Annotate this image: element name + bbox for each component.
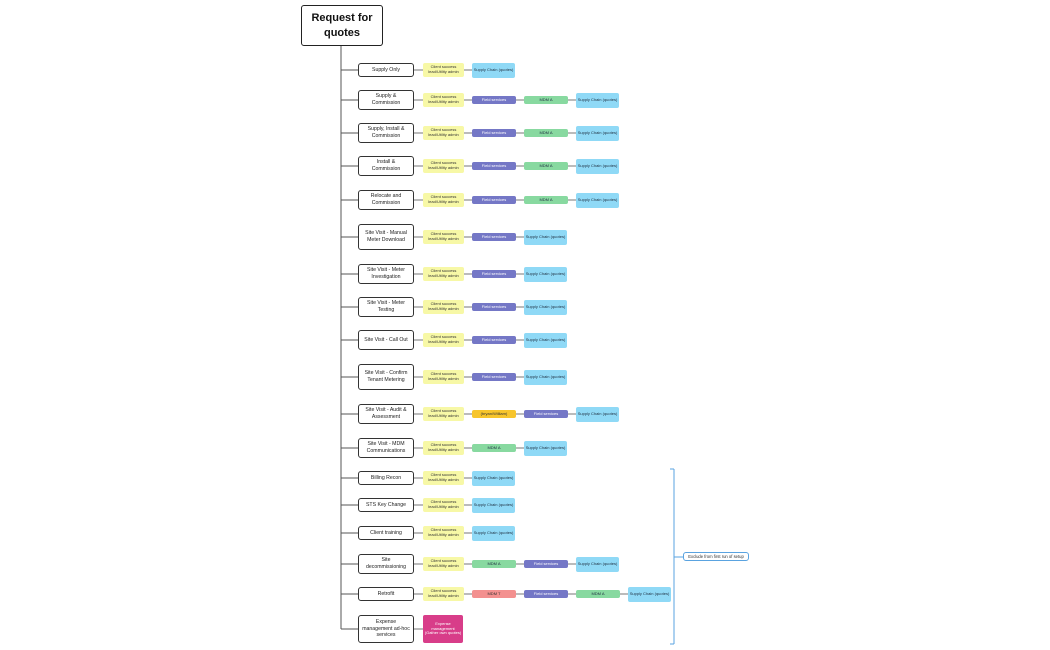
chip-supply[interactable]: Supply Chain (quotes) <box>576 406 619 422</box>
chip-field[interactable]: Field services <box>472 196 516 204</box>
category-node[interactable]: Retrofit <box>358 587 414 601</box>
chip-client[interactable]: Client success lead/Utility admin <box>423 441 464 455</box>
chip-supply[interactable]: Supply Chain (quotes) <box>576 92 619 108</box>
chip-field[interactable]: Field services <box>524 590 568 598</box>
chip-mdma[interactable]: MDM A <box>524 96 568 104</box>
chip-field[interactable]: Field services <box>472 233 516 241</box>
category-node[interactable]: STS Key Change <box>358 498 414 512</box>
category-node[interactable]: Install & Commission <box>358 156 414 176</box>
chip-client[interactable]: Client success lead/Utility admin <box>423 333 464 347</box>
chip-client[interactable]: Client success lead/Utility admin <box>423 407 464 421</box>
chip-supply[interactable]: Supply Chain (quotes) <box>472 525 515 541</box>
chip-mdma[interactable]: MDM A <box>524 196 568 204</box>
chip-supply[interactable]: Supply Chain (quotes) <box>472 497 515 513</box>
category-node[interactable]: Supply Only <box>358 63 414 77</box>
category-node[interactable]: Billing Recon <box>358 471 414 485</box>
chip-supply[interactable]: Supply Chain (quotes) <box>524 369 567 385</box>
exclude-note[interactable]: Exclude from first run of setup <box>683 552 749 561</box>
chip-supply[interactable]: Supply Chain (quotes) <box>524 266 567 282</box>
category-node[interactable]: Site Visit - Call Out <box>358 330 414 350</box>
chip-mdma[interactable]: MDM A <box>524 129 568 137</box>
chip-client[interactable]: Client success lead/Utility admin <box>423 300 464 314</box>
chip-supply[interactable]: Supply Chain (quotes) <box>524 332 567 348</box>
chip-mdma[interactable]: MDM A <box>472 444 516 452</box>
chip-supply[interactable]: Supply Chain (quotes) <box>576 158 619 174</box>
chip-client[interactable]: Client success lead/Utility admin <box>423 498 464 512</box>
root-node[interactable]: Request for quotes <box>301 5 383 46</box>
category-node[interactable]: Relocate and Commission <box>358 190 414 210</box>
chip-client[interactable]: Client success lead/Utility admin <box>423 267 464 281</box>
chip-field[interactable]: Field services <box>524 410 568 418</box>
category-node[interactable]: Site Visit - Meter Testing <box>358 297 414 317</box>
chip-field[interactable]: Field services <box>472 96 516 104</box>
chip-field[interactable]: Field services <box>472 336 516 344</box>
chip-client[interactable]: Client success lead/Utility admin <box>423 193 464 207</box>
chip-client[interactable]: Client success lead/Utility admin <box>423 126 464 140</box>
chip-supply[interactable]: Supply Chain (quotes) <box>524 440 567 456</box>
chip-supply[interactable]: Supply Chain (quotes) <box>576 192 619 208</box>
category-node[interactable]: Site decommissioning <box>358 554 414 574</box>
chip-supply[interactable]: Supply Chain (quotes) <box>628 586 671 602</box>
chip-field[interactable]: Field services <box>472 303 516 311</box>
chip-client[interactable]: Client success lead/Utility admin <box>423 587 464 601</box>
chip-supply[interactable]: Supply Chain (quotes) <box>472 470 515 486</box>
chip-mdmt[interactable]: MDM T <box>472 590 516 598</box>
category-node[interactable]: Supply & Commission <box>358 90 414 110</box>
chip-supply[interactable]: Supply Chain (quotes) <box>576 556 619 572</box>
chip-client[interactable]: Client success lead/Utility admin <box>423 370 464 384</box>
chip-supply[interactable]: Supply Chain (quotes) <box>576 125 619 141</box>
chip-client[interactable]: Client success lead/Utility admin <box>423 93 464 107</box>
chip-field[interactable]: Field services <box>472 162 516 170</box>
chip-field[interactable]: Field services <box>472 373 516 381</box>
chip-client[interactable]: Client success lead/Utility admin <box>423 526 464 540</box>
chip-client[interactable]: Client success lead/Utility admin <box>423 471 464 485</box>
category-node[interactable]: Site Visit - Confirm Tenant Metering <box>358 364 414 390</box>
chip-client[interactable]: Client success lead/Utility admin <box>423 557 464 571</box>
chip-mdma[interactable]: MDM A <box>576 590 620 598</box>
chip-field[interactable]: Field services <box>472 270 516 278</box>
chip-supply[interactable]: Supply Chain (quotes) <box>524 299 567 315</box>
chip-client[interactable]: Client success lead/Utility admin <box>423 63 464 77</box>
chip-mdma[interactable]: MDM A <box>524 162 568 170</box>
chip-supply[interactable]: Supply Chain (quotes) <box>472 62 515 78</box>
chip-supply[interactable]: Supply Chain (quotes) <box>524 229 567 245</box>
chip-field[interactable]: Field services <box>524 560 568 568</box>
chip-bryan[interactable]: (bryan/William) <box>472 410 516 418</box>
chip-field[interactable]: Field services <box>472 129 516 137</box>
category-node[interactable]: Client training <box>358 526 414 540</box>
category-node[interactable]: Site Visit - Manual Meter Download <box>358 224 414 250</box>
category-node[interactable]: Site Visit - MDM Communications <box>358 438 414 458</box>
chip-expense[interactable]: Expense management (Gather own quotes) <box>423 615 463 643</box>
chip-mdma[interactable]: MDM A <box>472 560 516 568</box>
chip-client[interactable]: Client success lead/Utility admin <box>423 230 464 244</box>
category-node[interactable]: Site Visit - Audit & Assessment <box>358 404 414 424</box>
category-node[interactable]: Supply, Install & Commission <box>358 123 414 143</box>
category-node[interactable]: Expense management ad-hoc services <box>358 615 414 643</box>
category-node[interactable]: Site Visit - Meter Investigation <box>358 264 414 284</box>
chip-client[interactable]: Client success lead/Utility admin <box>423 159 464 173</box>
